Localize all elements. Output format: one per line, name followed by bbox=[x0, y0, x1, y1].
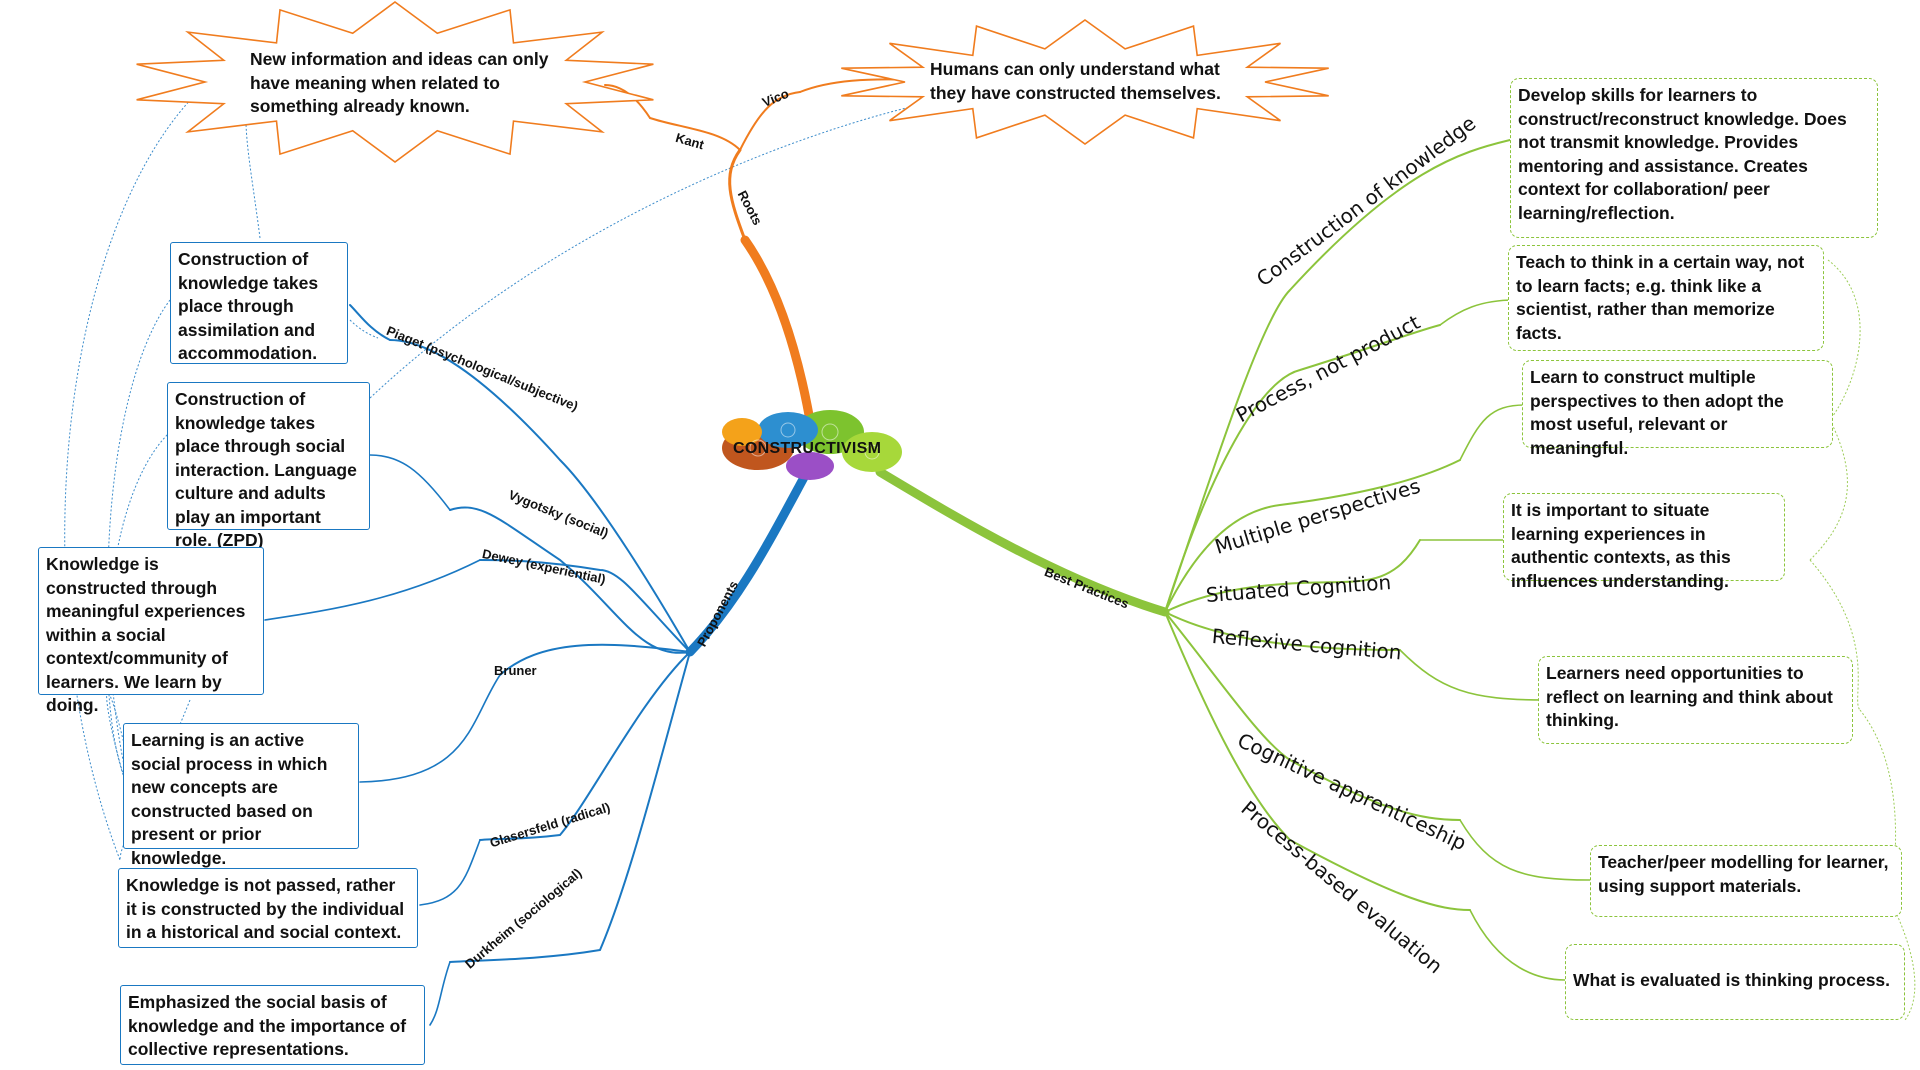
kant-note: New information and ideas can only have … bbox=[250, 49, 549, 116]
evaluation-note: What is evaluated is thinking process. bbox=[1565, 944, 1905, 1020]
bruner-note: Learning is an active social process in … bbox=[123, 723, 359, 868]
dewey-note: Knowledge is constructed through meaning… bbox=[38, 547, 264, 715]
roots-branch bbox=[604, 78, 916, 437]
reflexive-note: Learners need opportunities to reflect o… bbox=[1538, 656, 1853, 744]
situated-note: It is important to situate learning expe… bbox=[1503, 493, 1785, 591]
proponent-bruner-label[interactable]: Bruner bbox=[494, 663, 537, 678]
piaget-note: Construction of knowledge takes place th… bbox=[170, 242, 348, 364]
process-note: Teach to think in a certain way, not to … bbox=[1508, 245, 1824, 351]
relationship-links-right bbox=[1809, 259, 1916, 1021]
proponents-branch bbox=[264, 304, 813, 1026]
construction-note: Develop skills for learners to construct… bbox=[1510, 78, 1878, 238]
vygotsky-note: Construction of knowledge takes place th… bbox=[167, 382, 370, 550]
vico-note-star bbox=[841, 19, 1329, 145]
glasersfeld-note: Knowledge is not passed, rather it is co… bbox=[118, 868, 418, 948]
durkheim-note: Emphasized the social basis of knowledge… bbox=[120, 985, 425, 1065]
central-puzzle-graphic bbox=[722, 410, 902, 480]
central-topic[interactable]: CONSTRUCTIVISM bbox=[733, 440, 882, 457]
best-practices-branch bbox=[875, 137, 1591, 981]
kant-note-star bbox=[136, 1, 654, 163]
apprenticeship-note: Teacher/peer modelling for learner, usin… bbox=[1590, 845, 1902, 917]
perspectives-note: Learn to construct multiple perspectives… bbox=[1522, 360, 1833, 458]
vico-note: Humans can only understand what they hav… bbox=[930, 59, 1221, 103]
